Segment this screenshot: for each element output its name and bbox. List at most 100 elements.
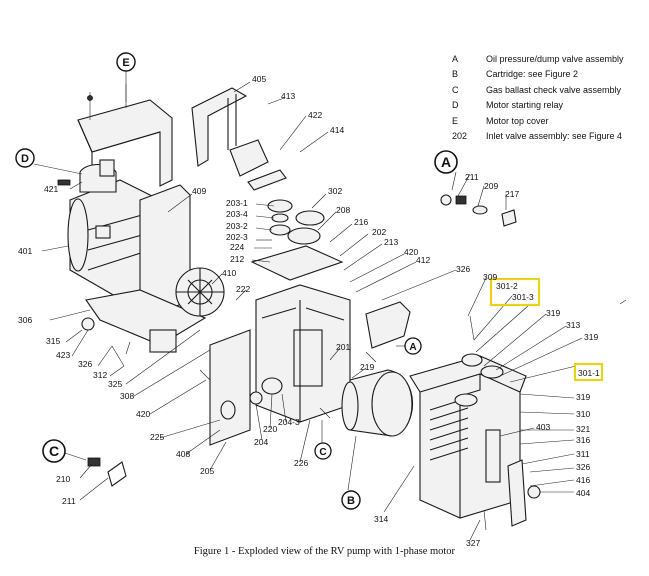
part-label: 405 <box>252 74 266 84</box>
part-label: 217 <box>505 189 519 199</box>
part-label: 410 <box>222 268 236 278</box>
part-label: 301-2 <box>496 281 518 291</box>
part-label: 204 <box>254 437 268 447</box>
highlight-box-301-2-301-3 <box>489 277 541 307</box>
part-label: 225 <box>150 432 164 442</box>
part-label: 420 <box>136 409 150 419</box>
part-label: 313 <box>566 320 580 330</box>
part-label: 409 <box>192 186 206 196</box>
fasteners <box>57 179 517 531</box>
highlight-box-301-1 <box>573 362 604 382</box>
part-label: 310 <box>576 409 590 419</box>
legend-row: 202 Inlet valve assembly: see Figure 4 <box>452 129 624 144</box>
part-label: 205 <box>200 466 214 476</box>
top-bracket <box>191 87 287 191</box>
part-label: 315 <box>46 336 60 346</box>
legend-row: C Gas ballast check valve assembly <box>452 83 624 98</box>
part-label: 222 <box>236 284 250 294</box>
part-label: 314 <box>374 514 388 524</box>
part-label: 326 <box>576 462 590 472</box>
legend-key: E <box>452 115 459 126</box>
part-label: 413 <box>281 91 295 101</box>
part-label: 224 <box>230 242 244 252</box>
part-label: 208 <box>336 205 350 215</box>
legend-text: Oil pressure/dump valve assembly <box>486 54 624 64</box>
part-label: 301-1 <box>578 368 600 378</box>
oil-sight-bar <box>507 459 541 527</box>
part-label: 401 <box>18 246 32 256</box>
leader-lines <box>33 81 627 541</box>
legend-key: B <box>452 69 459 80</box>
plate-309 <box>365 301 411 349</box>
part-label: 211 <box>465 172 479 182</box>
legend-row: A Oil pressure/dump valve assembly <box>452 52 624 67</box>
marker-e-letter: E <box>122 57 129 69</box>
part-label: 220 <box>263 424 277 434</box>
part-label: 213 <box>384 237 398 247</box>
part-label: 420 <box>404 247 418 257</box>
legend-text: Inlet valve assembly: see Figure 4 <box>486 131 623 142</box>
marker-d: D <box>15 148 35 168</box>
part-label: 204-3 <box>278 417 300 427</box>
part-label: 422 <box>308 110 322 120</box>
cartridge-b <box>341 369 414 437</box>
pump-body <box>249 284 351 423</box>
part-labels: 405 413 422 414 421 409 302 203-1 203-4 … <box>18 74 600 548</box>
marker-a-large: A <box>434 150 458 174</box>
part-label: 201 <box>336 342 350 352</box>
legend-key: C <box>452 84 459 95</box>
part-label: 202-3 <box>226 232 248 242</box>
legend-text: Cartridge: see Figure 2 <box>486 69 579 80</box>
figure-caption: Figure 1 - Exploded view of the RV pump … <box>193 546 456 557</box>
part-label: 302 <box>328 186 342 196</box>
legend-text: Motor starting relay <box>486 100 564 111</box>
legend-row: B Cartridge: see Figure 2 <box>452 67 624 82</box>
part-label: 319 <box>576 392 590 402</box>
valve-stack <box>250 199 344 281</box>
marker-d-letter: D <box>21 153 29 165</box>
marker-c-small: C <box>314 442 332 460</box>
legend-key: A <box>452 54 459 64</box>
part-label: 308 <box>120 391 134 401</box>
part-label: 327 <box>466 538 480 548</box>
coupling-410 <box>175 267 225 317</box>
oil-box <box>409 355 527 519</box>
marker-a-small-letter: A <box>409 342 416 353</box>
part-label: 408 <box>176 449 190 459</box>
part-label: 203-1 <box>226 198 248 208</box>
legend-row: D Motor starting relay <box>452 98 624 113</box>
marker-e: E <box>116 52 136 72</box>
marker-b: B <box>341 490 361 510</box>
part-label: 311 <box>576 449 590 459</box>
part-label: 326 <box>456 264 470 274</box>
part-label: 226 <box>294 458 308 468</box>
part-label: 203-2 <box>226 221 248 231</box>
part-label: 412 <box>416 255 430 265</box>
legend-text: Gas ballast check valve assembly <box>486 84 622 95</box>
part-label: 212 <box>230 254 244 264</box>
part-label: 211 <box>62 496 76 506</box>
marker-a-small: A <box>404 337 422 355</box>
part-label: 203-4 <box>226 209 248 219</box>
marker-c-large: C <box>42 439 66 463</box>
legend-row: E Motor top cover <box>452 114 624 129</box>
part-label: 326 <box>78 359 92 369</box>
plate-408 <box>209 329 251 446</box>
part-label: 210 <box>56 474 70 484</box>
part-label: 403 <box>536 422 550 432</box>
part-label: 423 <box>56 350 70 360</box>
part-label: 216 <box>354 217 368 227</box>
part-label: 325 <box>108 379 122 389</box>
marker-c-large-letter: C <box>49 443 59 459</box>
legend-key: 202 <box>452 131 468 142</box>
part-label: 219 <box>360 362 374 372</box>
part-label: 306 <box>18 315 32 325</box>
part-label: 414 <box>330 125 344 135</box>
part-label: 404 <box>576 488 590 498</box>
part-label: 301-3 <box>512 292 534 302</box>
part-label: 312 <box>93 370 107 380</box>
part-label: 421 <box>44 184 58 194</box>
legend: A Oil pressure/dump valve assembly B Car… <box>452 52 624 144</box>
